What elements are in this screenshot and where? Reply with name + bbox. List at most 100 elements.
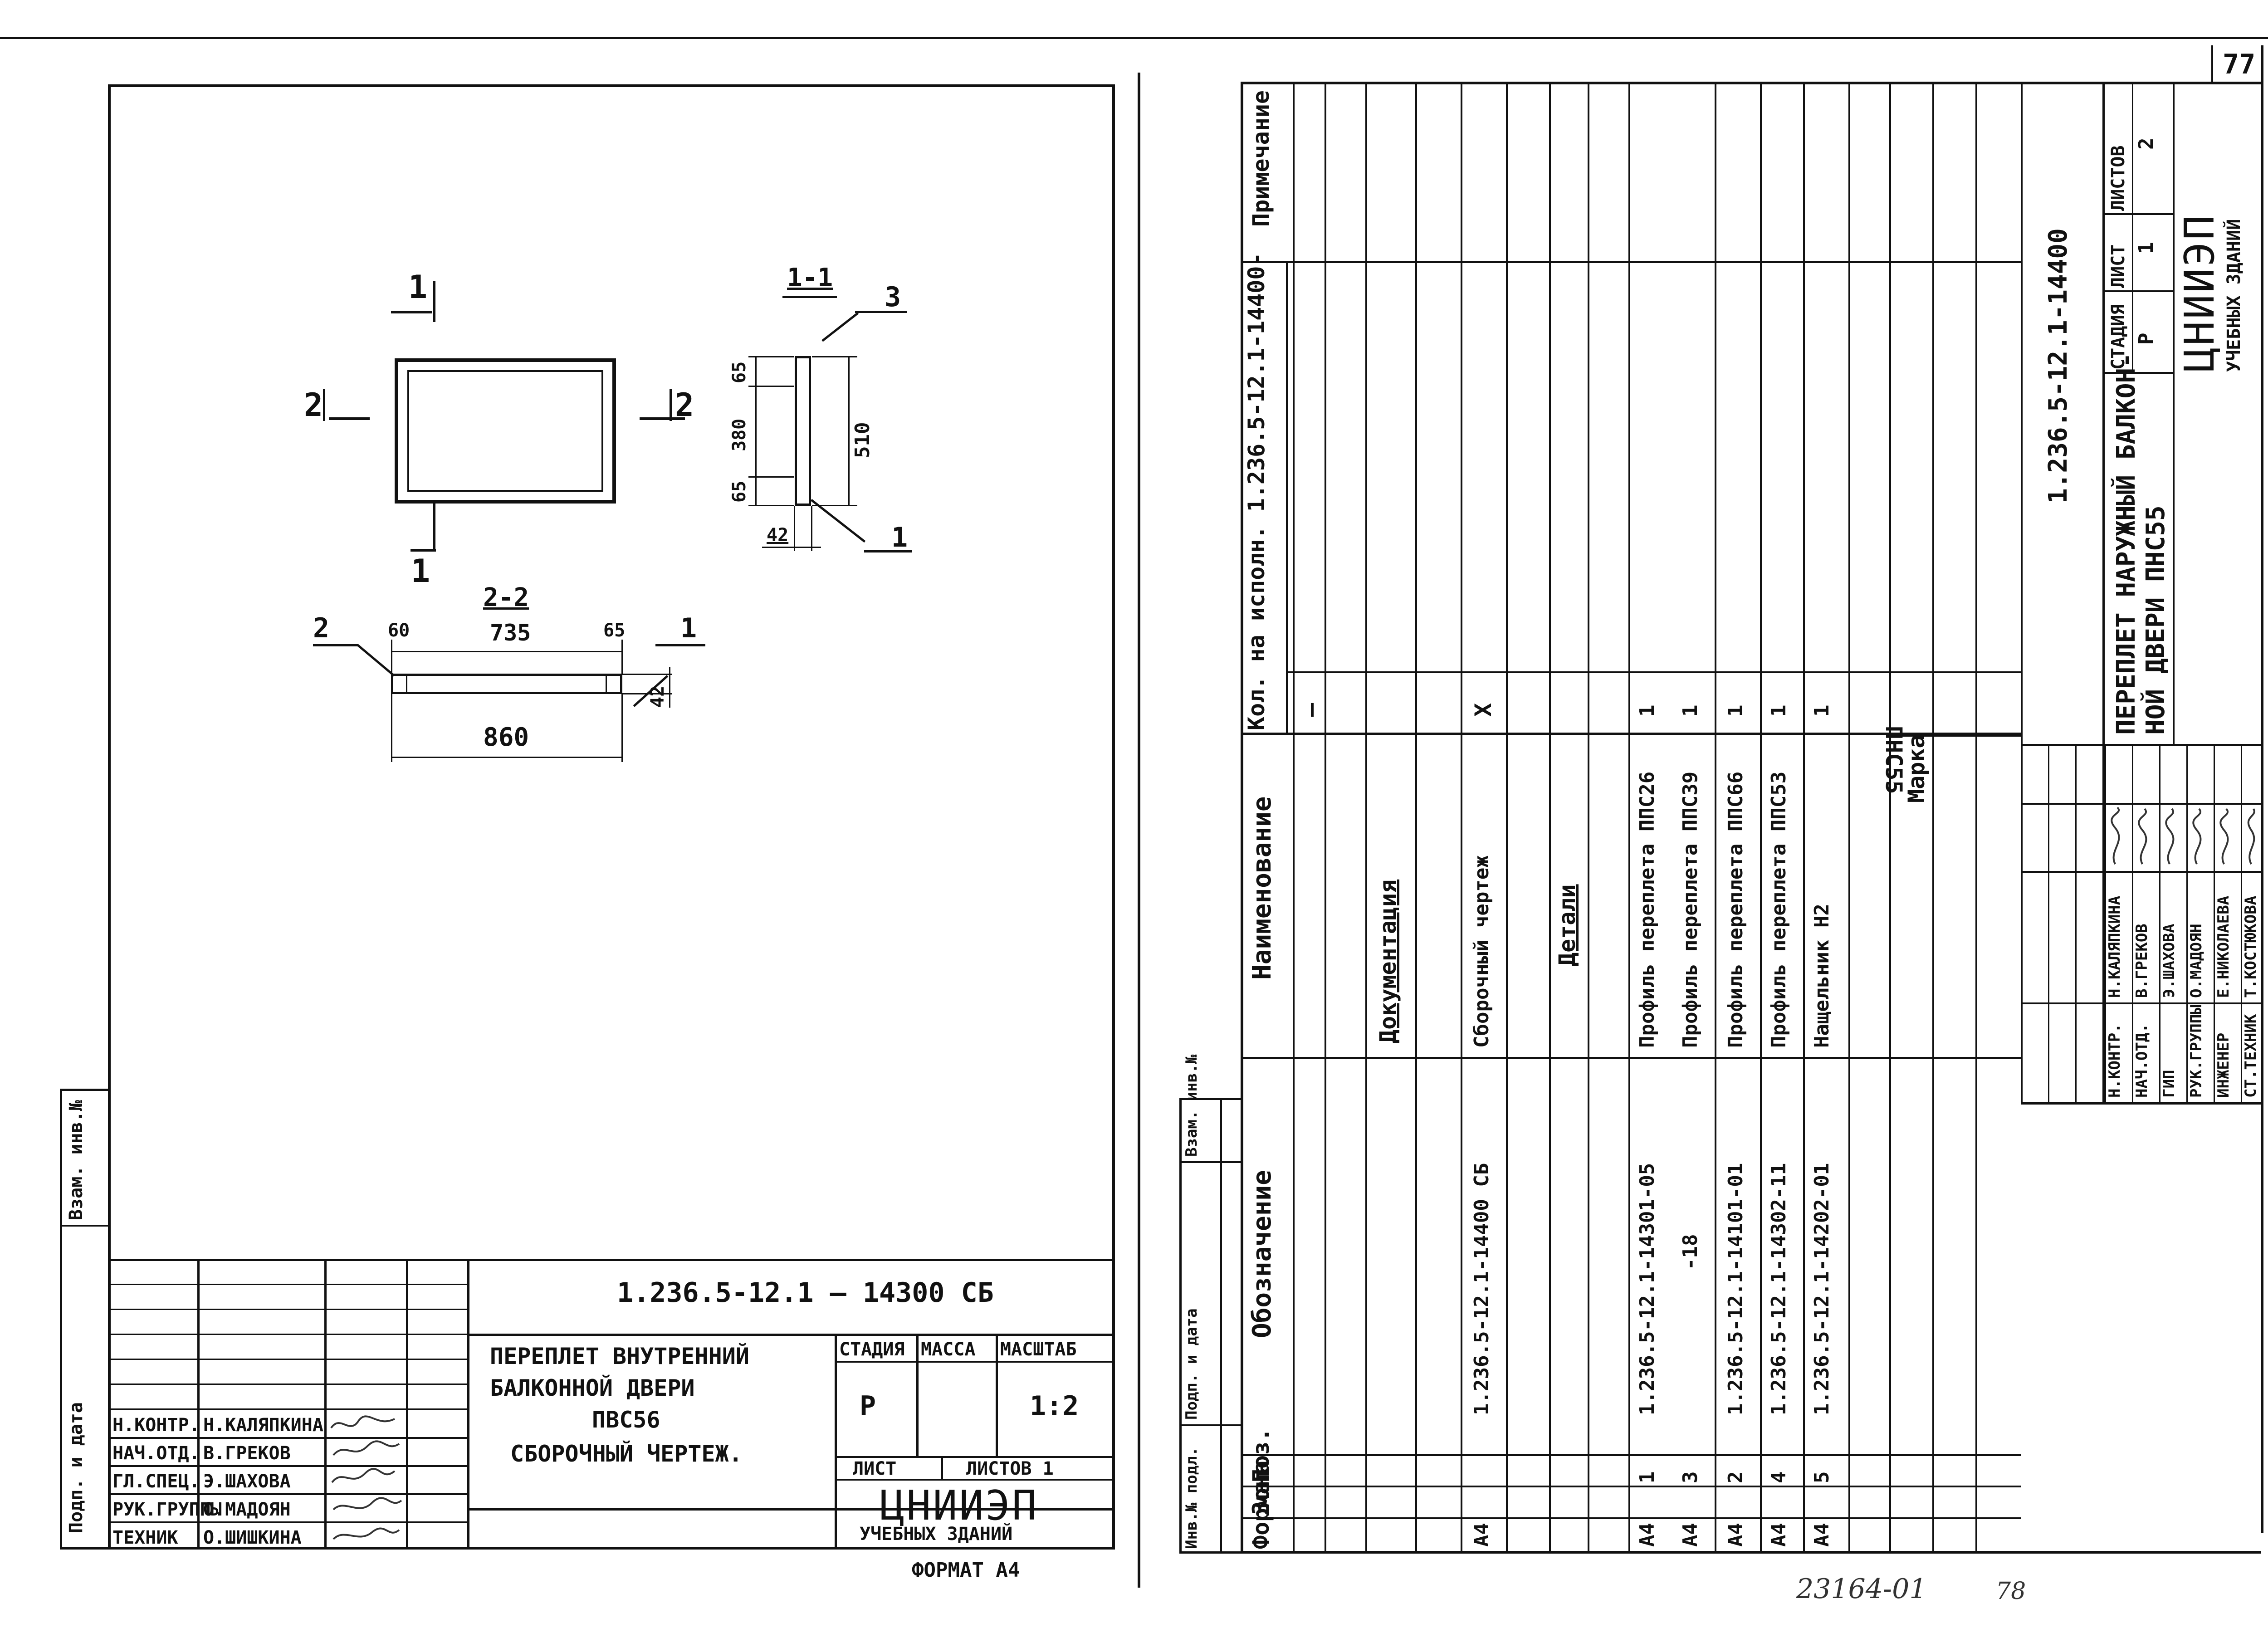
row-0-name: Документация [1375,879,1401,1043]
right-strip-label-3: Взам. инв.№ [1183,1054,1201,1157]
dim-2-2-right: 65 [603,620,626,641]
left-staff-role-1: НАЧ.ОТД. [112,1443,200,1464]
top-trim-line [0,37,2268,39]
left-sheet-label: ЛИСТ [853,1458,897,1479]
hdr-designation: Обозначение [1247,1170,1277,1338]
row-1-qty: Х [1470,703,1496,717]
right-sheet-frame [1241,82,2261,1554]
row-5-format: А4 [1724,1523,1747,1547]
page-corner-number: 77 [2223,49,2256,80]
section-1-1-label: 1-1 [787,263,833,293]
right-staff-role-0: Н.КОНТР. [2106,1023,2124,1098]
left-staff-name-1: В.ГРЕКОВ [203,1443,291,1464]
left-sheet-frame [108,84,1115,1550]
dim-1-1-width: 42 [767,525,789,546]
row-4-qty: 1 [1679,704,1702,717]
right-title-line1: ПЕРЕПЛЕТ НАРУЖНЫЙ БАЛКОН- [2112,352,2141,735]
row-6-name: Профиль переплета ППС53 [1767,771,1790,1048]
right-staff-role-3: РУК.ГРУППЫ [2187,1005,2205,1098]
left-staff-role-0: Н.КОНТР. [112,1415,200,1436]
right-staff-role-4: ИНЖЕНЕР [2214,1032,2233,1098]
row-6-pos: 4 [1767,1471,1790,1484]
right-org-name: ЦНИИЭП [2176,213,2224,372]
right-hdr-stage: СТАДИЯ [2108,304,2129,370]
right-staff-name-3: О.МАДОЯН [2187,924,2205,998]
row-5-pos: 2 [1724,1471,1747,1484]
right-stage-value: Р [2135,332,2158,345]
sheet-divider [1138,73,1140,1588]
left-staff-name-2: Э.ШАХОВА [203,1471,291,1492]
section-2-2-profile [391,674,622,694]
row-5-qty: 1 [1724,704,1747,717]
row-4-format: А4 [1679,1523,1702,1547]
hdr-notes: Примечание [1248,90,1274,227]
row-7-pos: 5 [1810,1471,1833,1484]
row-7-qty: 1 [1810,704,1833,717]
left-title-line2: БАЛКОННОЙ ДВЕРИ [490,1375,695,1401]
right-binding-strip [1179,1098,1241,1554]
callout-1-a: 1 [891,522,908,553]
hdr-name: Наименование [1247,796,1277,980]
right-staff-name-2: Э.ШАХОВА [2160,924,2178,998]
left-stage-value: Р [860,1390,876,1422]
left-hdr-scale: МАСШТАБ [1000,1339,1077,1360]
bottom-stamp-num: 78 [1996,1578,2026,1605]
section-1-1-profile [795,356,811,506]
dim-1-1-bot: 65 [729,480,750,503]
right-staff-role-2: ГИП [2160,1070,2178,1098]
left-org-name: ЦНИИЭП [880,1482,1039,1530]
row-6-format: А4 [1767,1523,1790,1547]
marka-value: ПНС55 [1881,726,1907,794]
dim-1-1-mid: 380 [729,418,750,451]
right-title-code: 1.236.5-12.1-14400 [2043,228,2073,504]
left-staff-name-3: О.МАДОЯН [203,1499,291,1520]
right-strip-label-2: Подп. и дата [1183,1308,1201,1420]
left-staff-name-0: Н.КАЛЯПКИНА [203,1415,323,1436]
right-title-line2: НОЙ ДВЕРИ ПНС55 [2141,505,2170,735]
right-strip-label-1: Инв.№ подл. [1183,1447,1201,1549]
section-2-2-label: 2-2 [483,583,529,612]
left-strip-label-1: Подп. и дата [66,1402,87,1533]
row-5-designation: 1.236.5-12.1-14101-01 [1724,1163,1747,1415]
right-staff-name-1: В.ГРЕКОВ [2133,924,2151,998]
left-signatures [330,1415,402,1540]
row-7-designation: 1.236.5-12.1-14202-01 [1810,1163,1833,1415]
callout-3: 3 [885,281,901,313]
left-hdr-mass: МАССА [921,1339,976,1360]
row-3-format: А4 [1636,1523,1659,1547]
hdr-pos: Поз. [1248,1428,1274,1482]
left-title-line3: ПВС56 [592,1407,660,1433]
section-mark-top: 1 [408,269,428,306]
left-scale-value: 1:2 [1030,1390,1079,1422]
row-3-pos: 1 [1636,1471,1659,1484]
right-staff-name-5: Т.КОСТЮКОВА [2242,895,2260,998]
dim-2-2-left: 60 [388,620,410,641]
right-hdr-sheets: ЛИСТОВ [2108,145,2129,211]
row-5-name: Профиль переплета ППС66 [1724,771,1747,1048]
right-hdr-sheet: ЛИСТ [2108,244,2129,288]
hdr-marka: Марка [1903,734,1930,803]
dim-2-2-mid: 735 [490,620,531,646]
dim-2-2-total: 860 [483,723,529,752]
row-4-designation: -18 [1679,1234,1702,1270]
left-staff-name-4: О.ШИШКИНА [203,1527,302,1548]
right-staff-role-1: НАЧ.ОТД. [2133,1023,2151,1098]
row-4-name: Профиль переплета ППС39 [1679,771,1702,1048]
left-binding-strip [60,1089,108,1550]
row-7-name: Нащельник Н2 [1810,904,1833,1048]
right-signatures [2111,807,2255,865]
bottom-stamp: 23164-01 [1796,1573,1927,1605]
frame-front-view [395,358,616,504]
frame-inner-outline [407,370,603,492]
section-mark-bottom: 1 [411,552,430,590]
left-title-line1: ПЕРЕПЛЕТ ВНУТРЕННИЙ [490,1343,749,1369]
row-1-name: Сборочный чертеж [1470,856,1493,1048]
section-mark-left: 2 [304,386,323,424]
row-6-qty: 1 [1767,704,1790,717]
hdr-qty: Кол. на исполн. 1.236.5-12.1-14400- [1243,252,1270,730]
right-staff-name-4: Е.НИКОЛАЕВА [2214,895,2233,998]
row-2-name: Детали [1554,884,1580,966]
row-7-format: А4 [1810,1523,1833,1547]
left-staff-role-3: РУК.ГРУППЫ [112,1499,222,1520]
callout-2: 2 [313,612,330,644]
